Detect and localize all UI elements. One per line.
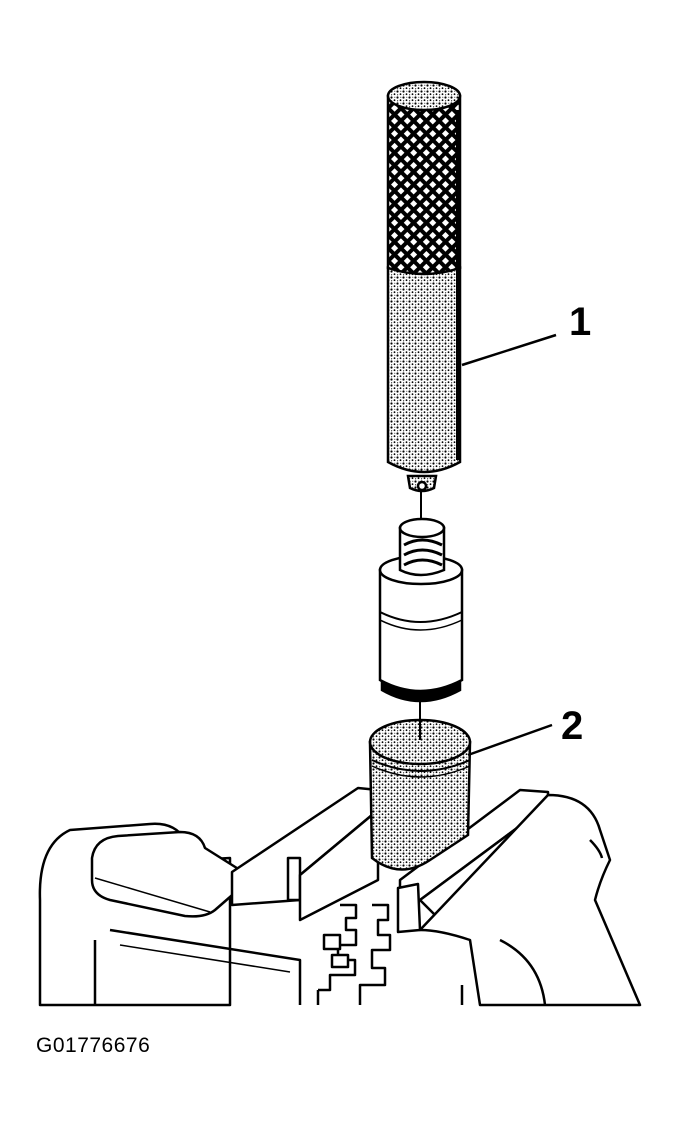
leader-lines [461,333,557,757]
callout-label-1: 1 [569,300,592,344]
callout-label-2: 2 [561,704,584,748]
figure-id-label: G01776676 [36,1034,151,1057]
valve-lifter [378,490,464,703]
leader-line-1 [461,333,557,367]
punch-tool [386,80,462,493]
leader-line-2 [467,723,553,757]
receiver-sleeve [368,700,472,871]
bench-vise [38,786,642,1007]
